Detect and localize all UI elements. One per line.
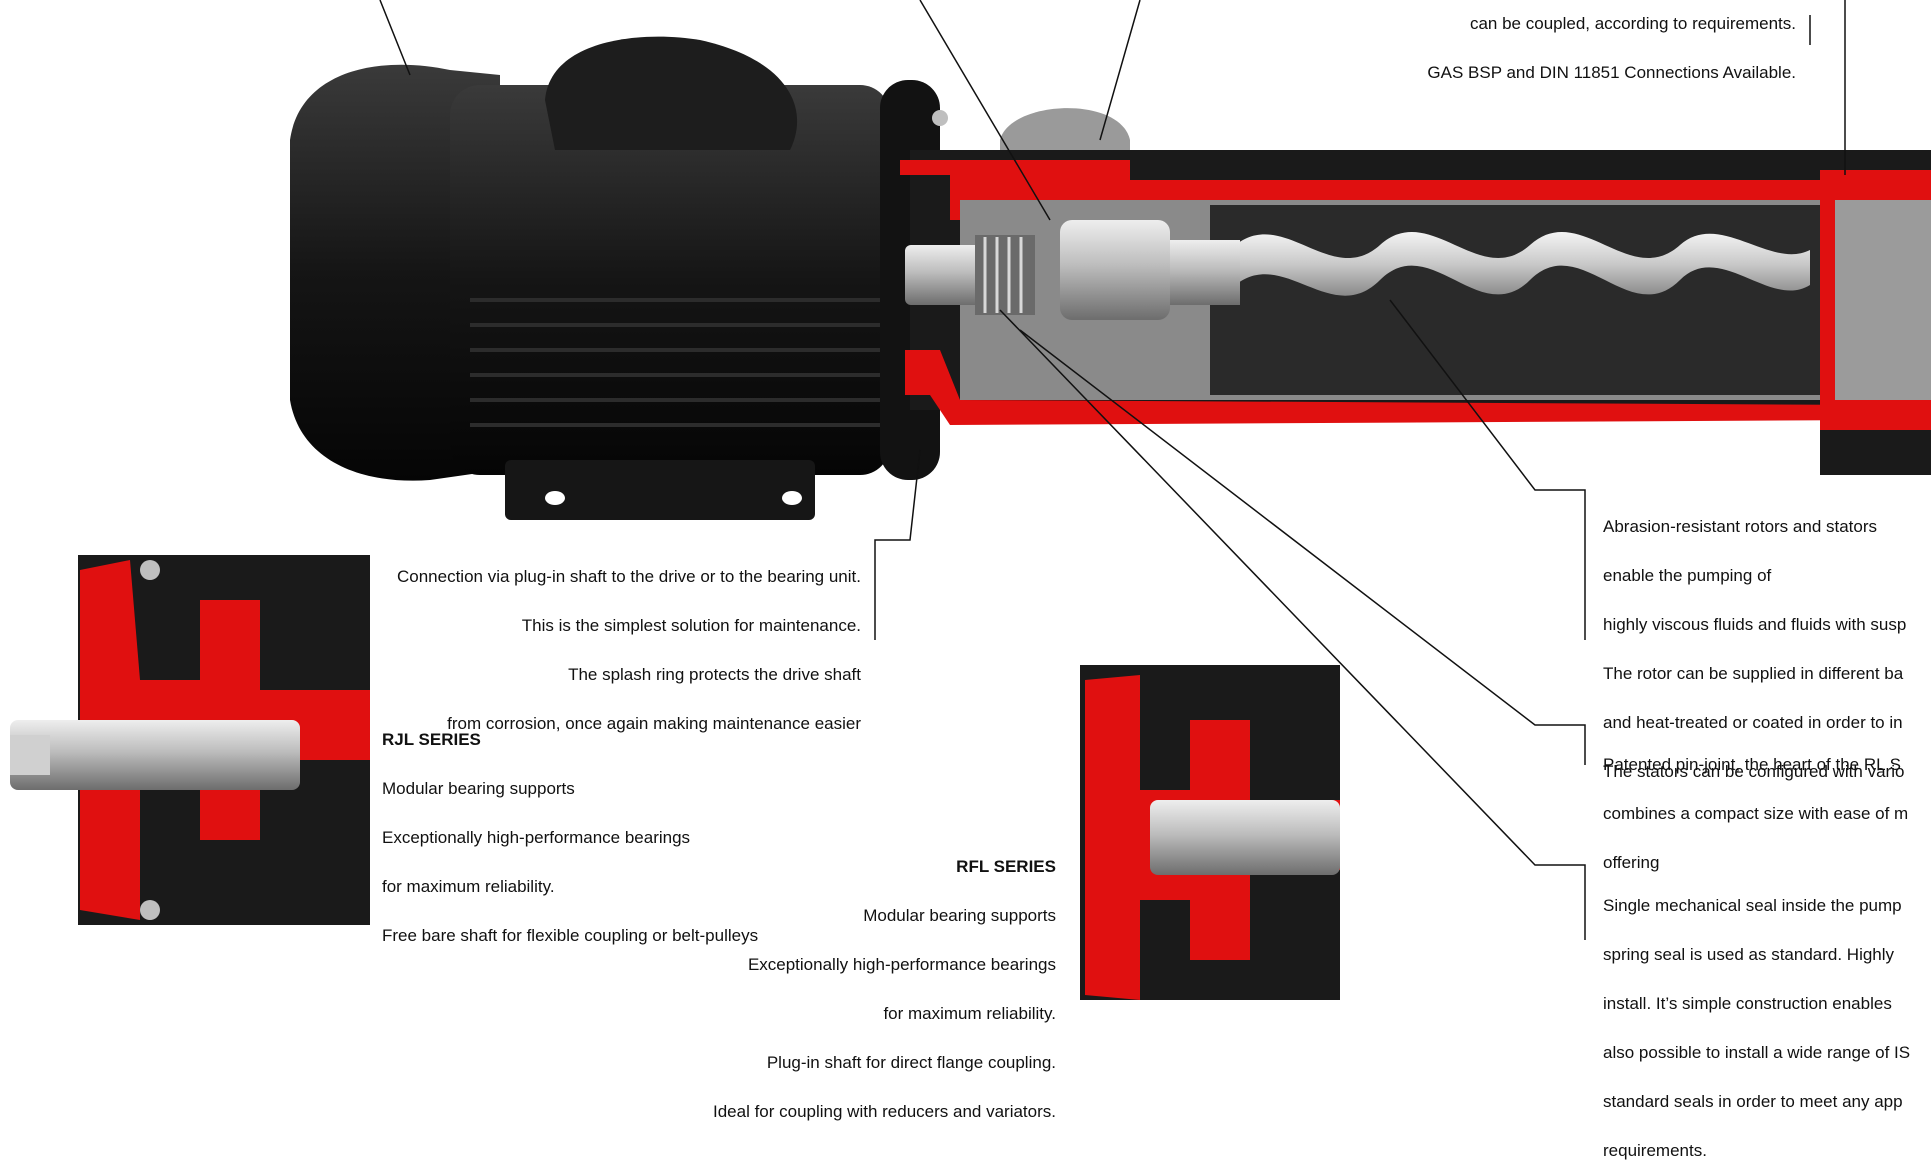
pump-casing-cutaway xyxy=(900,108,1931,475)
plug-in-shaft-callout: Connection via plug-in shaft to the driv… xyxy=(397,540,861,736)
seal-line-1: Single mechanical seal inside the pump xyxy=(1603,895,1902,915)
rfl-series-description: RFL SERIES Modular bearing supports Exce… xyxy=(713,830,1056,1124)
plug-in-shaft-line-2: This is the simplest solution for mainte… xyxy=(521,615,861,635)
connections-callout: can be coupled, according to requirement… xyxy=(1427,0,1796,85)
plug-in-shaft-line-4: from corrosion, once again making mainte… xyxy=(447,713,861,733)
foot-hole-left xyxy=(545,491,565,505)
rotors-line-5: and heat-treated or coated in order to i… xyxy=(1603,712,1903,732)
rfl-series-title: RFL SERIES xyxy=(956,856,1056,876)
pin-joint-callout: Patented pin-joint, the heart of the RL … xyxy=(1603,728,1908,875)
seal-line-4: also possible to install a wide range of… xyxy=(1603,1042,1911,1062)
rotors-line-4: The rotor can be supplied in different b… xyxy=(1603,663,1904,683)
pump-cutaway-illustration xyxy=(10,0,1931,1000)
motor-fan-cover xyxy=(290,64,500,481)
rotors-line-2: enable the pumping of xyxy=(1603,565,1772,585)
motor-body xyxy=(450,85,890,475)
rjl-series-inset xyxy=(10,555,370,925)
rjl-series-title: RJL SERIES xyxy=(382,729,481,749)
connections-callout-line-1: can be coupled, according to requirement… xyxy=(1469,13,1796,33)
mechanical-seal-callout: Single mechanical seal inside the pump s… xyxy=(1603,869,1910,1163)
rotor xyxy=(1230,232,1810,296)
casing-red-bottom xyxy=(905,350,1880,425)
rotors-stators-callout: Abrasion-resistant rotors and stators en… xyxy=(1603,490,1906,784)
rjl-line-3: for maximum reliability. xyxy=(382,876,555,896)
foot-hole-right xyxy=(782,491,802,505)
seal-line-3: install. It’s simple construction enable… xyxy=(1603,993,1892,1013)
rfl-line-2: Exceptionally high-performance bearings xyxy=(747,954,1056,974)
rotors-line-3: highly viscous fluids and fluids with su… xyxy=(1603,614,1907,634)
rfl-line-4: Plug-in shaft for direct flange coupling… xyxy=(766,1052,1056,1072)
motor-foot xyxy=(505,460,815,520)
seal-line-2: spring seal is used as standard. Highly xyxy=(1603,944,1895,964)
leader-lines xyxy=(379,0,1846,940)
casing-red-top xyxy=(900,160,1880,220)
rfl-line-5: Ideal for coupling with reducers and var… xyxy=(712,1101,1056,1121)
pin-joint-line-3: offering xyxy=(1603,852,1660,872)
pin-joint xyxy=(1060,220,1170,320)
discharge-foot xyxy=(1820,430,1931,475)
rfl-series-inset xyxy=(1080,665,1340,1000)
stator xyxy=(1210,205,1870,395)
plug-in-shaft-line-3: The splash ring protects the drive shaft xyxy=(568,664,861,684)
rotors-line-6: The stators can be configured with vario xyxy=(1603,761,1905,781)
rjl-line-2: Exceptionally high-performance bearings xyxy=(382,827,691,847)
terminal-box xyxy=(545,36,798,151)
pin-joint-line-2: combines a compact size with ease of m xyxy=(1603,803,1909,823)
electric-motor xyxy=(290,36,953,520)
rotors-line-1: Abrasion-resistant rotors and stators xyxy=(1603,516,1878,536)
seal-line-6: requirements. xyxy=(1603,1140,1707,1160)
seal-line-5: standard seals in order to meet any app xyxy=(1603,1091,1903,1111)
pin-joint-line-1: Patented pin-joint, the heart of the RL … xyxy=(1603,754,1902,774)
rfl-line-1: Modular bearing supports xyxy=(863,905,1056,925)
rjl-line-1: Modular bearing supports xyxy=(382,778,575,798)
rjl-series-description: RJL SERIES Modular bearing supports Exce… xyxy=(382,703,758,948)
connecting-rod xyxy=(1170,240,1240,305)
plug-in-shaft-line-1: Connection via plug-in shaft to the driv… xyxy=(396,566,861,586)
rjl-line-4: Free bare shaft for flexible coupling or… xyxy=(382,925,759,945)
connections-callout-line-2: GAS BSP and DIN 11851 Connections Availa… xyxy=(1427,62,1796,82)
rfl-line-3: for maximum reliability. xyxy=(883,1003,1056,1023)
